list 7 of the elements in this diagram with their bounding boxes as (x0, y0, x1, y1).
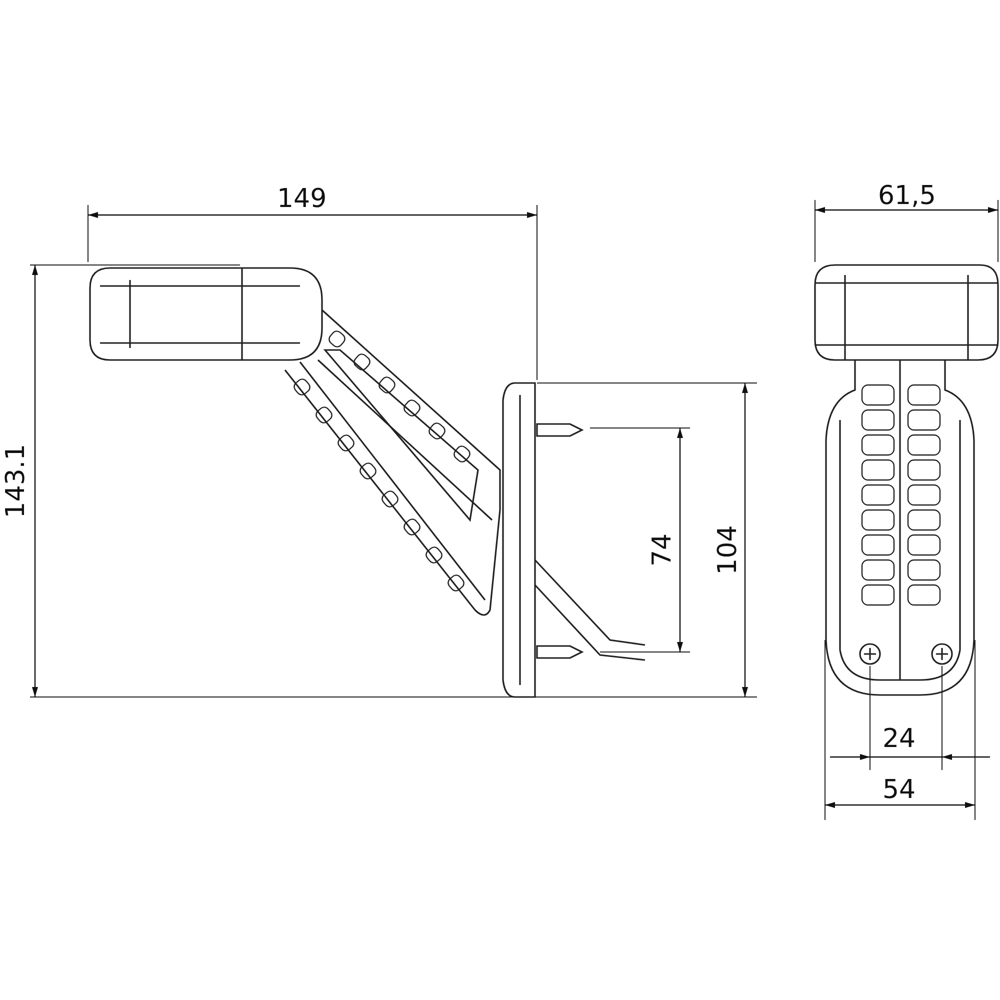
dimension-value: 149 (277, 186, 327, 212)
dimension-value: 74 (649, 533, 676, 567)
dimension-value: 24 (882, 726, 916, 752)
dimension-value: 54 (882, 777, 916, 803)
dimension-value: 104 (714, 525, 741, 575)
dimension-value: 61,5 (878, 183, 936, 209)
dimension-value: 143.1 (3, 444, 30, 518)
